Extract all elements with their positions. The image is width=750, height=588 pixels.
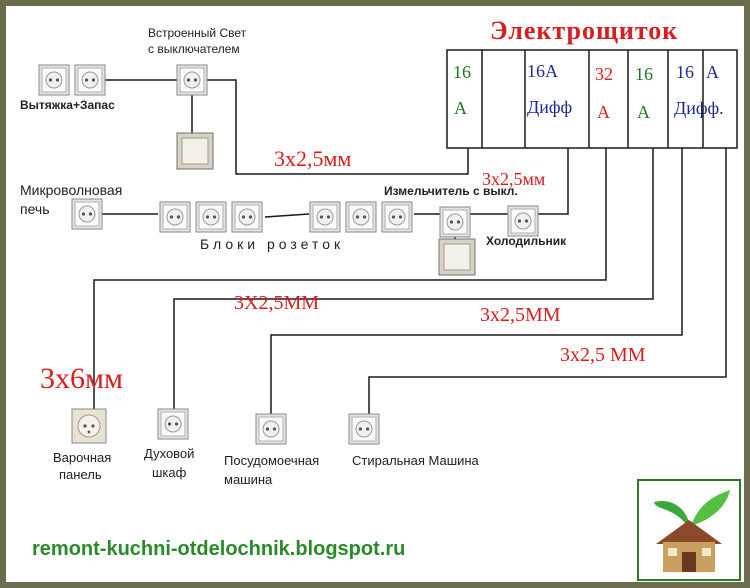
breaker-4-bottom: А — [597, 102, 610, 122]
socket-oven — [157, 408, 189, 440]
wire-oven — [173, 148, 654, 409]
cable-label-2: 3х2,5мм — [482, 169, 546, 189]
label-socket-blocks: Блоки розеток — [200, 236, 345, 252]
diagram-canvas: Электрощиток 16 А 16А Дифф 32 А 16 А 16 … — [6, 6, 744, 582]
label-microwave-2: печь — [20, 201, 50, 217]
cable-label-5: 3х2,5 ММ — [560, 344, 646, 366]
socket-block-2a — [309, 201, 341, 233]
panel-title: Электрощиток — [490, 16, 679, 45]
wire-washer — [368, 148, 727, 414]
footer-url: remont-kuchni-otdelochnik.blogspot.ru — [32, 538, 406, 560]
socket-builtin-light — [176, 64, 208, 96]
socket-washer — [348, 413, 380, 445]
breaker-3-top: 16А — [527, 61, 558, 81]
breaker-6-bottom: Дифф. — [674, 98, 724, 118]
breaker-1-top: 16 — [453, 62, 471, 82]
wire-blocks-mid — [264, 213, 310, 218]
socket-hood-1 — [38, 64, 70, 96]
electrical-panel — [446, 49, 738, 149]
label-oven-2: шкаф — [152, 465, 187, 480]
breaker-1-bottom: А — [454, 98, 467, 118]
label-oven-1: Духовой — [144, 446, 195, 461]
switch-builtin-light — [176, 132, 214, 170]
cable-label-3: 3Х2,5ММ — [234, 292, 320, 314]
label-dishwasher-2: машина — [224, 472, 273, 487]
label-builtin-light-1: Встроенный Свет — [148, 26, 247, 40]
breaker-7-top: А — [706, 62, 719, 82]
wire-hob — [93, 148, 607, 409]
wire-light-panel — [207, 79, 469, 175]
label-microwave-1: Микроволновая — [20, 182, 123, 198]
breaker-5-top: 16 — [635, 64, 653, 84]
wiring — [93, 79, 727, 414]
wire-fridge-panel — [538, 148, 569, 215]
socket-hood-2 — [74, 64, 106, 96]
breaker-5-bottom: А — [637, 102, 650, 122]
label-washer: Стиральная Машина — [352, 453, 479, 468]
switch-grinder — [438, 238, 476, 276]
label-dishwasher-1: Посудомоечная — [224, 453, 320, 468]
socket-block-1a — [159, 201, 191, 233]
label-hob-2: панель — [59, 467, 102, 482]
wire-dishwasher — [270, 148, 683, 414]
breaker-3-bottom: Дифф — [527, 97, 573, 117]
socket-fridge — [507, 205, 539, 237]
cable-label-6: 3х6мм — [40, 362, 123, 395]
label-hood: Вытяжка+Запас — [20, 98, 115, 112]
socket-hob — [71, 408, 107, 444]
label-grinder: Измельчитель с выкл. — [384, 184, 518, 198]
cable-label-1: 3х2,5мм — [274, 146, 352, 171]
socket-dishwasher — [255, 413, 287, 445]
house-leaf-logo — [637, 479, 741, 581]
socket-grinder — [439, 206, 471, 238]
label-builtin-light-2: с выключателем — [148, 42, 240, 56]
socket-block-2c — [381, 201, 413, 233]
breaker-6-top: 16 — [676, 62, 694, 82]
socket-block-1b — [195, 201, 227, 233]
label-hob-1: Варочная — [53, 450, 112, 465]
cable-label-4: 3х2,5ММ — [480, 304, 561, 326]
breaker-4-top: 32 — [595, 64, 613, 84]
socket-block-2b — [345, 201, 377, 233]
socket-block-1c — [231, 201, 263, 233]
socket-microwave — [71, 198, 103, 230]
diagram-svg — [38, 49, 741, 581]
label-fridge: Холодильник — [486, 234, 567, 248]
